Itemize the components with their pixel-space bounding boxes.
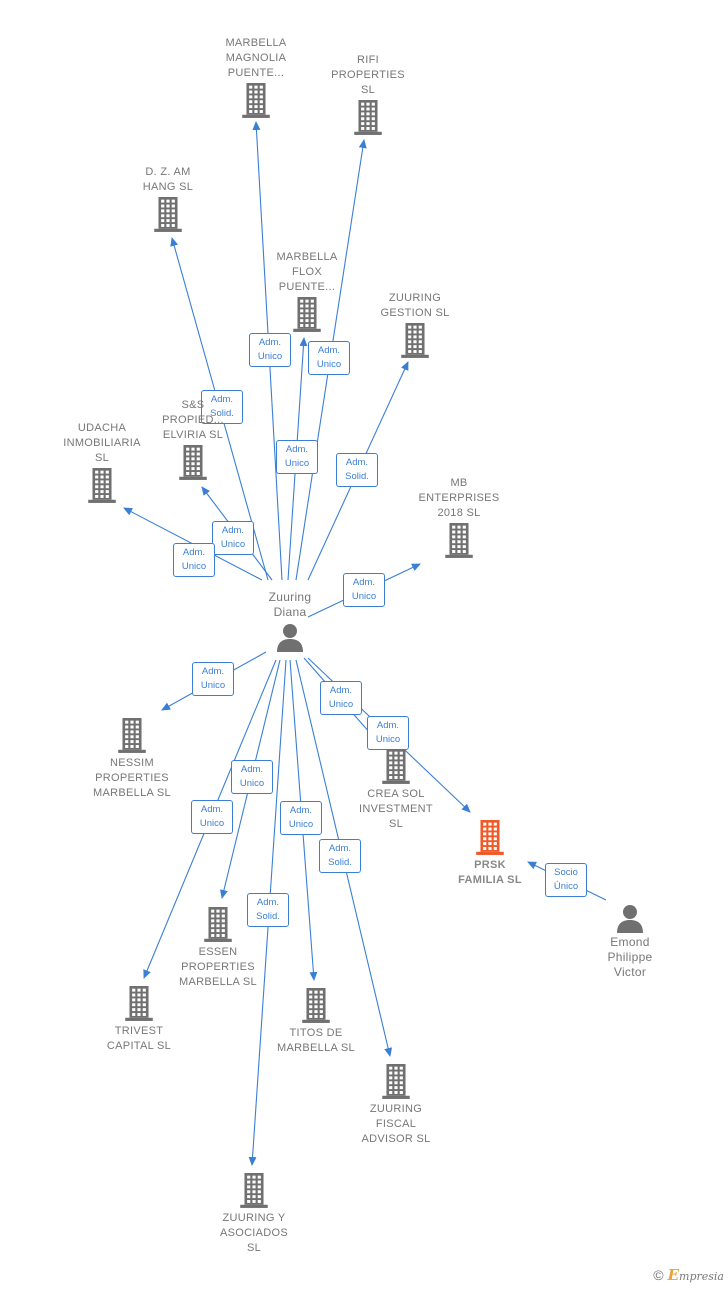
edge-label-emond-prsk[interactable]: Socio Único xyxy=(545,863,587,897)
edge-label-zuuring_diana-trivest[interactable]: Adm. Unico xyxy=(191,800,233,834)
building-icon[interactable] xyxy=(380,1064,412,1100)
node-label[interactable]: S&S PROPIED... ELVIRIA SL xyxy=(162,399,224,441)
node-label[interactable]: NESSIM PROPERTIES MARBELLA SL xyxy=(93,757,171,799)
person-icon[interactable] xyxy=(275,622,305,652)
node-label[interactable]: ZUURING Y ASOCIADOS SL xyxy=(219,1212,289,1254)
building-icon[interactable] xyxy=(380,749,412,785)
empresia-logo[interactable]: Empresia xyxy=(667,1266,724,1284)
copyright-icon: © xyxy=(653,1267,664,1283)
company-node-nessim[interactable]: NESSIM PROPERTIES MARBELLA SL xyxy=(72,716,192,801)
company-node-prsk[interactable]: PRSK FAMILIA SL xyxy=(430,818,550,888)
building-icon[interactable] xyxy=(291,297,323,333)
node-label[interactable]: TITOS DE MARBELLA SL xyxy=(277,1027,355,1054)
building-icon[interactable] xyxy=(177,445,209,481)
company-node-dzam[interactable]: D. Z. AM HANG SL xyxy=(108,165,228,235)
building-icon[interactable] xyxy=(86,468,118,504)
company-node-ss_propied[interactable]: S&S PROPIED... ELVIRIA SL xyxy=(133,398,253,483)
company-node-trivest[interactable]: TRIVEST CAPITAL SL xyxy=(79,984,199,1054)
node-label[interactable]: RIFI PROPERTIES SL xyxy=(331,54,405,96)
building-icon[interactable] xyxy=(152,197,184,233)
edge-label-zuuring_diana-titos[interactable]: Adm. Unico xyxy=(280,801,322,835)
node-label[interactable]: ZUURING GESTION SL xyxy=(380,292,450,319)
company-node-marbella_flox[interactable]: MARBELLA FLOX PUENTE... xyxy=(247,250,367,335)
building-icon[interactable] xyxy=(123,986,155,1022)
node-label[interactable]: Zuuring Diana xyxy=(268,590,312,619)
edge-label-zuuring_diana-dzam[interactable]: Adm. Solid. xyxy=(201,390,243,424)
edge-label-zuuring_diana-udacha[interactable]: Adm. Unico xyxy=(173,543,215,577)
node-label[interactable]: MARBELLA MAGNOLIA PUENTE... xyxy=(225,37,287,79)
company-node-udacha[interactable]: UDACHA INMOBILIARIA SL xyxy=(42,421,162,506)
edge-label-zuuring_diana-marbella_magnolia[interactable]: Adm. Unico xyxy=(249,333,291,367)
company-node-zuuring_asociados[interactable]: ZUURING Y ASOCIADOS SL xyxy=(194,1171,314,1256)
company-node-essen[interactable]: ESSEN PROPERTIES MARBELLA SL xyxy=(158,905,278,990)
edge-label-zuuring_diana-marbella_flox[interactable]: Adm. Unico xyxy=(276,440,318,474)
building-icon[interactable] xyxy=(240,83,272,119)
footer-credit: © Empresia xyxy=(653,1266,724,1284)
edge-label-zuuring_diana-mb_enterprises[interactable]: Adm. Unico xyxy=(343,573,385,607)
company-node-crea_sol[interactable]: CREA SOL INVESTMENT SL xyxy=(336,747,456,832)
building-icon[interactable] xyxy=(352,100,384,136)
person-node-emond[interactable]: Emond Philippe Victor xyxy=(570,901,690,980)
edge-label-zuuring_diana-crea_sol[interactable]: Adm. Unico xyxy=(320,681,362,715)
company-node-zuuring_gestion[interactable]: ZUURING GESTION SL xyxy=(355,291,475,361)
building-icon[interactable] xyxy=(238,1173,270,1209)
edge-label-zuuring_diana-zuuring_gestion[interactable]: Adm. Solid. xyxy=(336,453,378,487)
person-icon[interactable] xyxy=(615,903,645,933)
edge-label-zuuring_diana-essen[interactable]: Adm. Unico xyxy=(231,760,273,794)
edge-label-zuuring_diana-zuuring_asociados[interactable]: Adm. Solid. xyxy=(247,893,289,927)
edge-label-zuuring_diana-nessim[interactable]: Adm. Unico xyxy=(192,662,234,696)
node-label[interactable]: ZUURING FISCAL ADVISOR SL xyxy=(361,1103,431,1145)
node-label[interactable]: UDACHA INMOBILIARIA SL xyxy=(63,422,141,464)
building-icon[interactable] xyxy=(202,907,234,943)
company-node-rifi[interactable]: RIFI PROPERTIES SL xyxy=(308,53,428,138)
node-label[interactable]: Emond Philippe Victor xyxy=(607,935,653,979)
company-node-mb_enterprises[interactable]: MB ENTERPRISES 2018 SL xyxy=(399,476,519,561)
node-label[interactable]: MB ENTERPRISES 2018 SL xyxy=(418,477,500,519)
building-icon[interactable] xyxy=(300,988,332,1024)
company-node-zuuring_fiscal[interactable]: ZUURING FISCAL ADVISOR SL xyxy=(336,1062,456,1147)
node-label[interactable]: TRIVEST CAPITAL SL xyxy=(106,1025,172,1052)
node-label[interactable]: MARBELLA FLOX PUENTE... xyxy=(276,251,338,293)
edge-label-zuuring_diana-zuuring_fiscal[interactable]: Adm. Solid. xyxy=(319,839,361,873)
building-icon[interactable] xyxy=(474,820,506,856)
node-label[interactable]: PRSK FAMILIA SL xyxy=(458,859,522,886)
building-icon[interactable] xyxy=(399,323,431,359)
edge-label-zuuring_diana-rifi[interactable]: Adm. Unico xyxy=(308,341,350,375)
company-node-marbella_magnolia[interactable]: MARBELLA MAGNOLIA PUENTE... xyxy=(196,36,316,121)
edge-label-zuuring_diana-ss_propied[interactable]: Adm. Unico xyxy=(212,521,254,555)
company-node-titos[interactable]: TITOS DE MARBELLA SL xyxy=(256,986,376,1056)
person-node-zuuring_diana[interactable]: Zuuring Diana xyxy=(230,590,350,654)
building-icon[interactable] xyxy=(116,718,148,754)
building-icon[interactable] xyxy=(443,523,475,559)
node-label[interactable]: D. Z. AM HANG SL xyxy=(142,166,194,193)
node-label[interactable]: ESSEN PROPERTIES MARBELLA SL xyxy=(179,946,257,988)
edge-label-zuuring_diana-prsk[interactable]: Adm. Unico xyxy=(367,716,409,750)
node-label[interactable]: CREA SOL INVESTMENT SL xyxy=(359,788,433,830)
